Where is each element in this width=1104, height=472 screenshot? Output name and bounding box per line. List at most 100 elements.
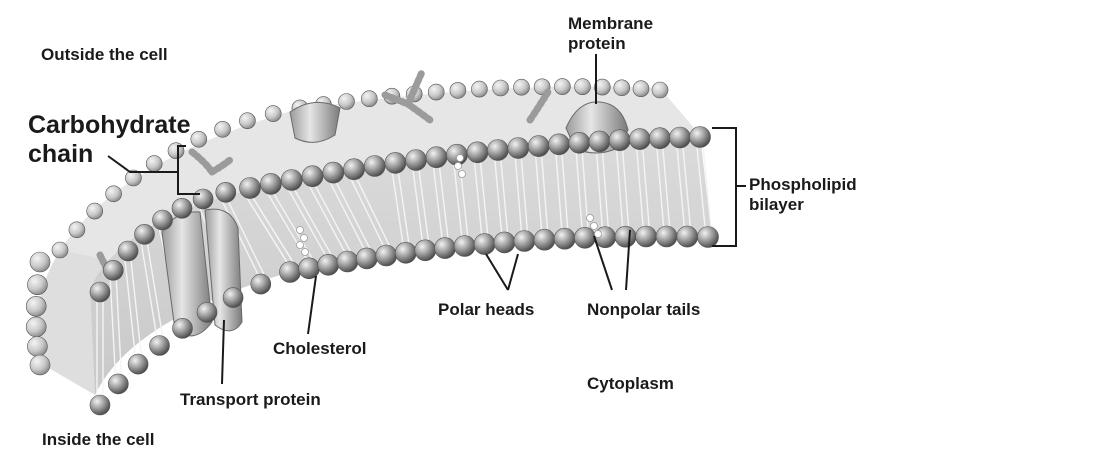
phospholipid-head [487, 139, 509, 161]
lipid-tail [146, 244, 164, 336]
phospholipid-head [25, 295, 47, 317]
lipid-tail [636, 149, 644, 227]
bilayer-top-surface [60, 86, 700, 260]
phospholipid-head [322, 161, 345, 184]
cholesterol-pointer [307, 275, 317, 335]
phospholipid-head [446, 143, 468, 166]
lipid-tail [473, 162, 483, 235]
lipid-tail [561, 154, 569, 229]
membrane-protein-label: Membrane protein [568, 14, 653, 54]
phospholipid-bilayer-label: Phospholipid bilayer [749, 175, 857, 215]
carbohydrate-label-line1: Carbohydrate [28, 111, 191, 139]
lipid-tail [622, 150, 630, 227]
carbohydrate-chain-label: Carbohydrate chain [28, 111, 191, 169]
phospholipid-head [574, 227, 596, 249]
cholesterol-molecules [296, 154, 602, 256]
cytoplasm-label: Cytoplasm [587, 374, 674, 393]
bilayer-left-face [34, 250, 110, 395]
phospholipid-head [51, 241, 69, 259]
lipid-tail [432, 167, 443, 239]
phospholipid-head [336, 250, 359, 273]
phospholipid-head [414, 239, 437, 262]
phospholipid-head [280, 169, 303, 191]
phospholipid-head [149, 335, 170, 356]
lipid-tail [581, 152, 589, 228]
phospholipid-head [394, 242, 417, 264]
phospholipid-head [507, 137, 530, 159]
phospholipid-head [548, 133, 570, 156]
lipid-tail [356, 178, 390, 246]
phospholipid-head [405, 149, 427, 171]
cholesterol-label: Cholesterol [273, 339, 367, 358]
phospholipid-head [117, 240, 139, 262]
phospholipid-label-line1: Phospholipid [749, 175, 857, 194]
phospholipid-head [279, 261, 301, 283]
lipid-tail [350, 178, 384, 246]
lipid-tail [246, 197, 288, 263]
phospholipid-head [134, 224, 155, 245]
phospholipid-head [89, 394, 111, 416]
phospholipid-head [676, 225, 699, 248]
lipid-tail [500, 159, 509, 233]
bilayer-core [90, 135, 712, 395]
phospholipid-head [250, 273, 272, 295]
lipid-tail [676, 147, 685, 227]
phospholipid-bracket [712, 127, 737, 247]
phospholipid-head [689, 126, 711, 148]
phospholipid-head [86, 202, 103, 220]
phospholipid-head [593, 78, 611, 96]
transport-protein-label: Transport protein [180, 390, 321, 409]
phospholipid-head [89, 281, 111, 303]
lipid-tail [288, 189, 326, 256]
phospholipid-head [301, 165, 324, 187]
lipid-tail [656, 148, 665, 227]
phospholipid-head [127, 353, 149, 375]
phospholipid-head [29, 354, 51, 376]
lipid-tail [601, 151, 609, 228]
lipid-tail [514, 157, 523, 232]
lipid-tail [595, 151, 603, 228]
phospholipid-head [27, 274, 48, 296]
phospholipid-head [298, 257, 320, 280]
lipid-tail [314, 185, 352, 252]
nonpolar-tails-pointer-2 [625, 229, 631, 291]
phospholipid-head [554, 78, 571, 95]
lipid-tail [391, 172, 404, 243]
phospholipid-head [449, 82, 467, 99]
lipid-tail [541, 156, 549, 230]
phospholipid-head [25, 316, 47, 338]
phospholipid-head [466, 141, 489, 164]
lipid-tail [140, 244, 158, 336]
carbohydrate-pointer [107, 155, 178, 173]
lipid-tail [252, 197, 294, 263]
phospholipid-head [103, 259, 124, 281]
phospholipid-head [215, 182, 237, 203]
lipid-tail [696, 146, 706, 228]
phospholipid-head [375, 244, 398, 267]
phospholipid-head [260, 173, 282, 195]
phospholipid-head [513, 78, 530, 96]
lipid-tail [702, 146, 712, 228]
phospholipid-head [614, 225, 637, 248]
phospholipid-head [360, 90, 378, 107]
phospholipid-head [628, 128, 651, 150]
phospholipid-head [568, 132, 591, 154]
phospholipid-head [588, 130, 611, 153]
lipid-tail [682, 147, 691, 227]
polar-heads-label: Polar heads [438, 300, 535, 319]
phospholipid-head [222, 287, 244, 308]
phospholipid-head [239, 177, 261, 199]
lipid-tail [555, 154, 563, 229]
phospholipid-head [192, 188, 214, 210]
lipid-tail [479, 162, 489, 235]
transport-protein-shape [161, 208, 243, 337]
polar-heads-pointer-1 [485, 253, 509, 291]
inside-the-cell-label: Inside the cell [42, 430, 155, 449]
phospholipid-head [574, 78, 591, 95]
lipid-tail [575, 152, 583, 228]
phospholipid-head [27, 336, 48, 357]
phospholipid-head [196, 301, 218, 323]
phospholipid-head [649, 127, 671, 149]
phospholipid-head [493, 231, 516, 254]
